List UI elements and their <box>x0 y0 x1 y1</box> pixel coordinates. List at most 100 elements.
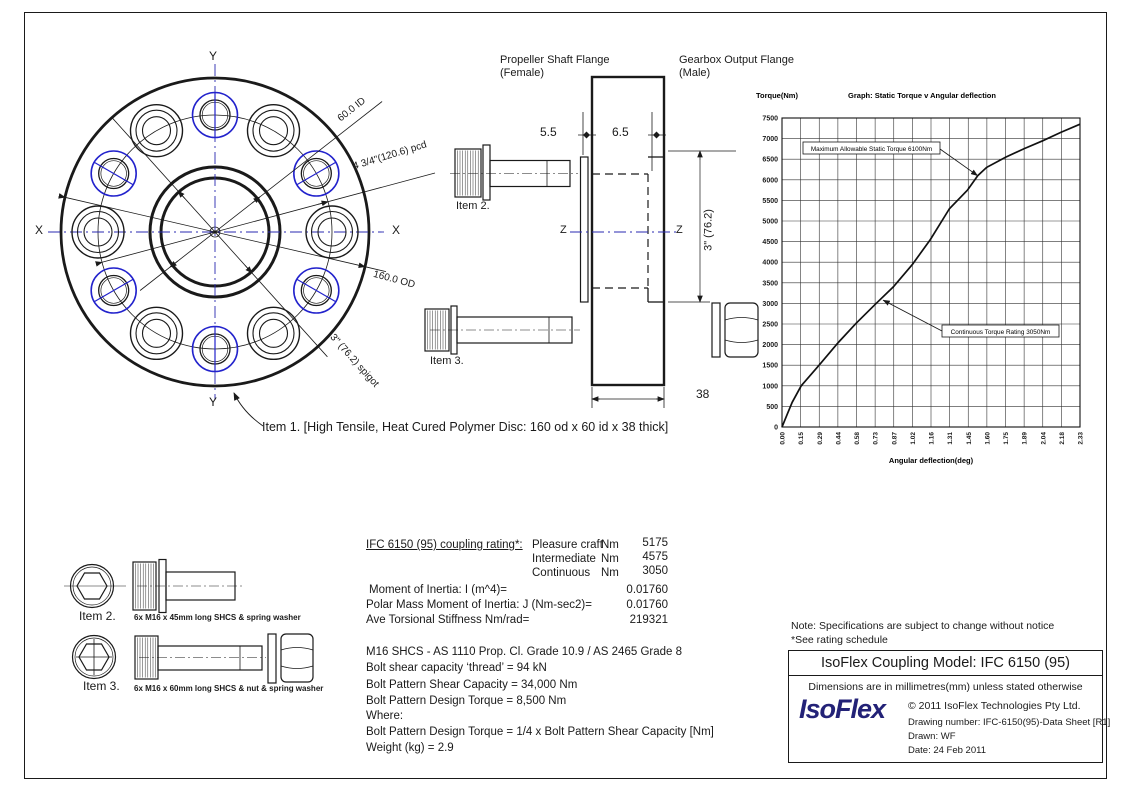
graph-gridlines <box>781 117 1081 428</box>
item2-end-view <box>64 563 126 609</box>
rating-row-value: 5175 <box>642 537 668 549</box>
propeller-flange-title: Propeller Shaft Flange <box>500 54 610 66</box>
section-drawing <box>424 75 759 408</box>
inertia-value: 0.01760 <box>626 584 668 596</box>
spigot-length-dimension <box>668 150 736 303</box>
model-title: IsoFlex Coupling Model: IFC 6150 (95) <box>820 655 1071 671</box>
propeller-flange-subtitle: (Female) <box>500 67 545 79</box>
item3-side-view <box>134 633 314 684</box>
graph-tick-labels: 0.00 0.15 0.29 0.44 0.58 0.73 0.87 1.02 1.16 1.31… <box>762 116 1084 445</box>
svg-text:Continuous Torque Rating 3050N: Continuous Torque Rating 3050Nm <box>951 329 1051 336</box>
width-dimensions <box>578 112 666 171</box>
bolt-spec-line: Bolt Pattern Shear Capacity = 34,000 Nm <box>366 679 578 691</box>
bolt-spec-line: M16 SHCS - AS 1110 Prop. Cl. Grade 10.9 … <box>366 646 682 658</box>
svg-text:5500: 5500 <box>762 198 778 205</box>
static-torque-graph: 0.00 0.15 0.29 0.44 0.58 0.73 0.87 1.02 1.16 1.31… <box>756 91 1085 465</box>
item2-bolt-side-mid <box>450 144 578 201</box>
svg-text:1000: 1000 <box>762 383 778 390</box>
svg-text:5000: 5000 <box>762 219 778 226</box>
svg-text:0.87: 0.87 <box>891 432 898 445</box>
svg-text:3500: 3500 <box>762 280 778 287</box>
svg-text:0.58: 0.58 <box>854 432 861 445</box>
svg-text:500: 500 <box>766 404 778 411</box>
z-right-label: Z <box>676 224 683 236</box>
svg-text:1500: 1500 <box>762 363 778 370</box>
svg-text:1.16: 1.16 <box>929 432 936 445</box>
rating-row-label: Pleasure craft <box>532 539 603 551</box>
flange-y-axis-top-label: Y <box>208 49 218 64</box>
flange-x-axis-left-label: X <box>34 223 44 238</box>
bolt-head-knurling <box>135 150 479 678</box>
rating-row-label: Continuous <box>532 567 591 579</box>
items-legend-drawing <box>64 150 479 684</box>
rating-row-unit: Nm <box>601 553 619 565</box>
thickness-dimension <box>591 387 665 408</box>
rating-row-label: Intermediate <box>532 553 596 565</box>
gap-dim-label: 5.5 <box>540 125 557 139</box>
item2-legend-desc: 6x M16 x 45mm long SHCS & spring washer <box>134 613 301 622</box>
static-torque-curve <box>781 123 1081 428</box>
spigot-length-dim-label: 3" (76.2) <box>702 209 715 251</box>
svg-text:2000: 2000 <box>762 342 778 349</box>
flange-y-axis-bottom-label: Y <box>208 395 218 410</box>
item1-leader-line <box>233 392 264 427</box>
svg-text:2500: 2500 <box>762 322 778 329</box>
svg-text:4000: 4000 <box>762 260 778 267</box>
copyright-line: © 2011 IsoFlex Technologies Pty Ltd. <box>908 700 1081 712</box>
svg-text:1.31: 1.31 <box>947 432 954 445</box>
isoflex-logo: IsoFlex <box>799 694 886 724</box>
item1-note: Item 1. [High Tensile, Heat Cured Polyme… <box>262 420 669 434</box>
stiffness-label: Ave Torsional Stiffness Nm/rad= <box>366 614 530 626</box>
graph-title: Graph: Static Torque v Angular deflectio… <box>848 91 996 100</box>
graph-plot-border <box>781 117 1081 428</box>
rating-row-unit: Nm <box>601 567 619 579</box>
item3-bolt-side-mid <box>424 305 580 355</box>
svg-text:0.15: 0.15 <box>798 432 805 445</box>
svg-text:7500: 7500 <box>762 116 778 123</box>
item2-side-view <box>132 558 242 614</box>
nut-washer-mid <box>711 302 759 358</box>
bolt-spec-line: Weight (kg) = 2.9 <box>366 742 454 754</box>
svg-text:0: 0 <box>774 425 778 432</box>
spec-change-note: Note: Specifications are subject to chan… <box>791 620 1055 632</box>
svg-text:0.44: 0.44 <box>835 432 842 445</box>
item2-callout-label: Item 2. <box>456 200 490 212</box>
bolt-spec-line: Bolt shear capacity ‘thread’ = 94 kN <box>366 662 547 674</box>
thickness-dim-label: 38 <box>696 387 710 401</box>
drawn-by-line: Drawn: WF <box>908 731 956 742</box>
flange-x-axis-right-label: X <box>391 223 401 238</box>
svg-text:6500: 6500 <box>762 157 778 164</box>
svg-text:2.33: 2.33 <box>1078 432 1085 445</box>
page-border <box>24 12 1107 779</box>
svg-text:1.02: 1.02 <box>910 432 917 445</box>
date-line: Date: 24 Feb 2011 <box>908 745 986 756</box>
dimensions-note: Dimensions are in millimetres(mm) unless… <box>808 681 1083 693</box>
model-title-box: IsoFlex Coupling Model: IFC 6150 (95) <box>788 650 1103 677</box>
inertia-label: Moment of Inertia: I (m^4)= <box>369 584 508 596</box>
graph-x-axis-label: Angular deflection(deg) <box>889 456 974 465</box>
svg-text:6000: 6000 <box>762 177 778 184</box>
svg-text:4500: 4500 <box>762 239 778 246</box>
item3-legend-label: Item 3. <box>83 679 120 693</box>
drawing-number-line: Drawing number: IFC-6150(95)-Data Sheet … <box>908 717 1111 728</box>
svg-text:1.89: 1.89 <box>1022 432 1029 445</box>
hidden-lines <box>592 173 649 289</box>
graph-annotation: Continuous Torque Rating 3050Nm <box>882 299 1060 338</box>
svg-text:Maximum Allowable Static Torqu: Maximum Allowable Static Torque 6100Nm <box>811 146 932 153</box>
rating-row-value: 4575 <box>642 551 668 563</box>
z-left-label: Z <box>560 224 567 236</box>
rating-schedule-note: *See rating schedule <box>791 634 888 646</box>
flange-face-drawing <box>48 64 436 427</box>
item3-callout-label: Item 3. <box>430 355 464 367</box>
svg-text:0.73: 0.73 <box>873 432 880 445</box>
graph-y-axis-label: Torque(Nm) <box>756 91 798 100</box>
svg-text:3000: 3000 <box>762 301 778 308</box>
svg-text:2.04: 2.04 <box>1040 432 1047 445</box>
title-block-box: Dimensions are in millimetres(mm) unless… <box>788 675 1103 763</box>
svg-text:0.00: 0.00 <box>780 432 787 445</box>
svg-text:0.29: 0.29 <box>817 432 824 445</box>
bolt-spec-line: Bolt Pattern Design Torque = 1/4 x Bolt … <box>366 726 714 738</box>
rating-row-unit: Nm <box>601 539 619 551</box>
item3-end-view <box>71 634 117 680</box>
